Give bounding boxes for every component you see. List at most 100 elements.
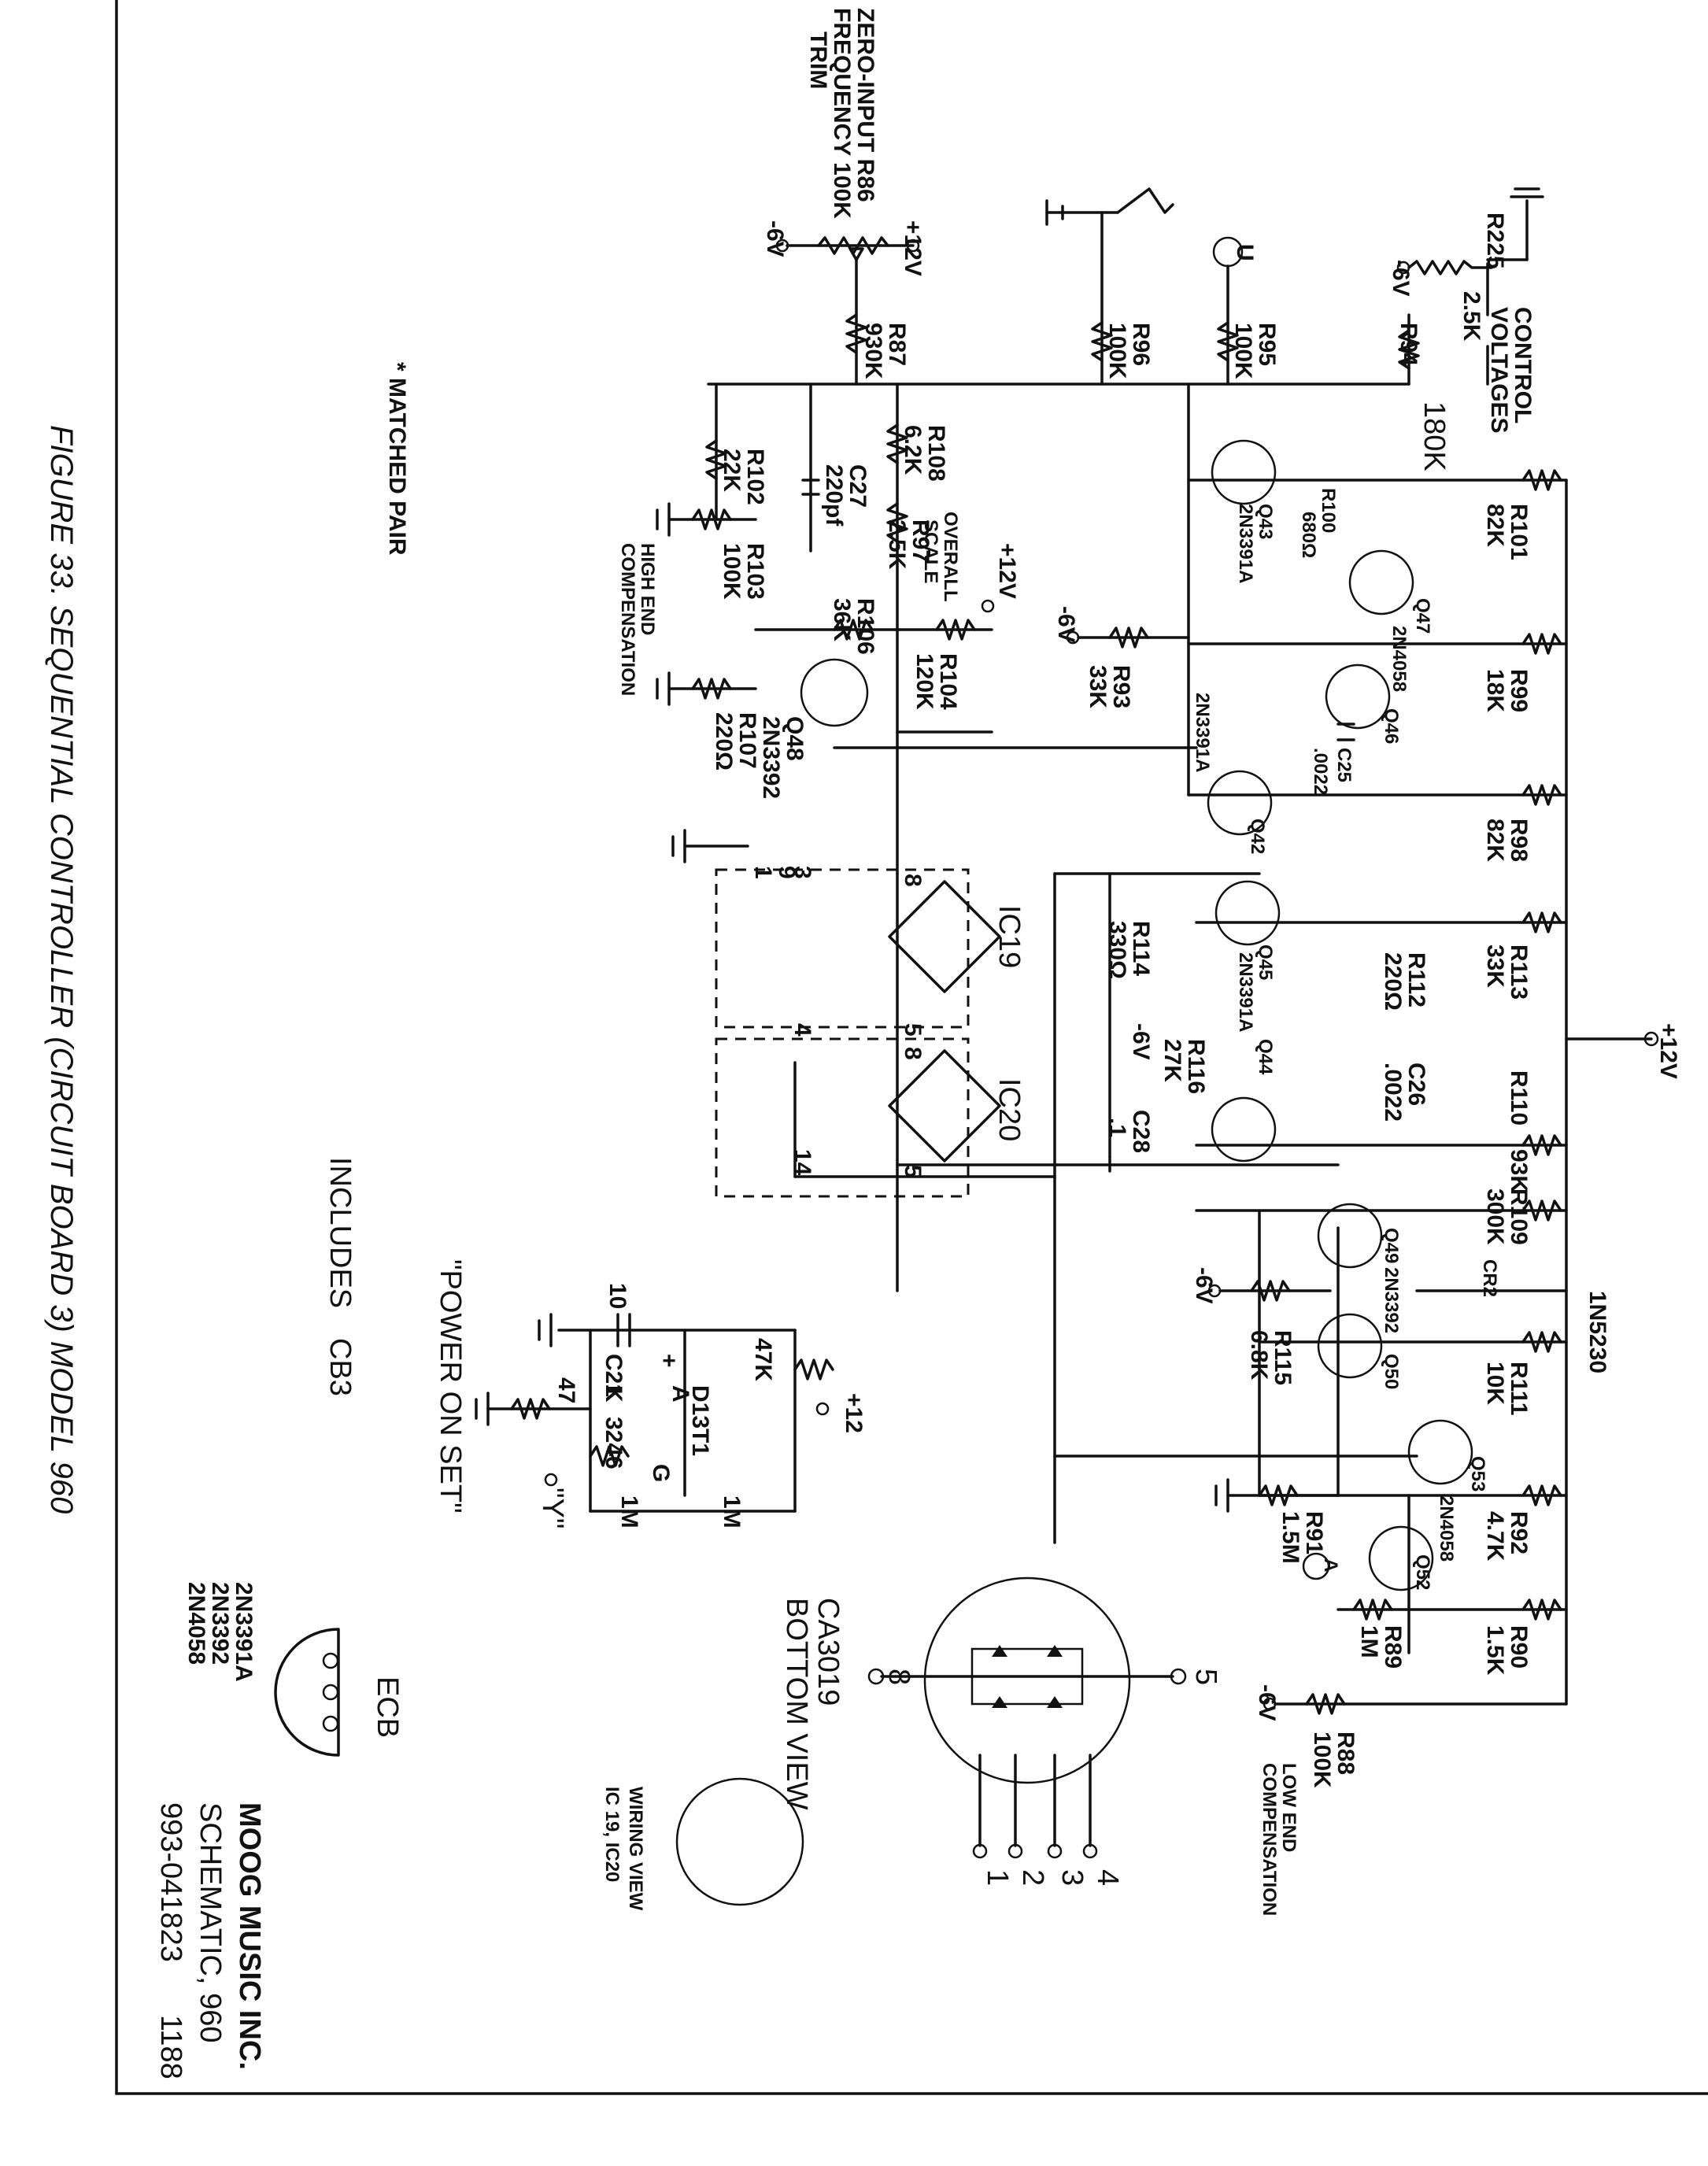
r114-ref: R114 [1128,921,1154,976]
scr-g: G [648,1464,674,1482]
r96-value: 100K [1104,323,1130,379]
r106-value: 36K [829,598,855,641]
r102-value: 22K [719,449,745,492]
ca3019-pin8: 8 [882,1669,915,1685]
r116-value: 27K [1159,1039,1185,1082]
wiring-view-2: IC 19, IC20 [601,1787,623,1882]
r108-value: 6.2K [900,425,926,475]
sheet-code: 1188 [154,2015,187,2079]
ca3019-package: 5 8 1 2 3 4 CA3019 BOTTOM VIEW [780,1576,1222,1886]
r110-ref: R110 [1506,1070,1532,1126]
cv-label-1: CONTROL [1510,307,1536,423]
ic19-pin8: 8 [900,874,926,887]
main-supply: +12V [1655,1023,1681,1079]
trim-title-2: FREQUENCY 100K [829,8,855,219]
power-on-set-circuit: +12 47K + 10 C21 D13T1 A G K 3246 47 1M … [434,1259,867,1528]
ic20-pin4: 4 [789,1023,815,1037]
r106-ref: R106 [852,598,878,655]
q44-symbol [1211,1096,1277,1162]
r112-ref: R112 [1403,952,1429,1007]
u-jack-label: U [1232,244,1258,261]
low-end-2: COMPENSATION [1259,1763,1280,1916]
q48-part: 2N3392 [758,716,784,799]
r114-value: 330Ω [1104,921,1130,979]
q43-part: 2N3391A [1235,504,1256,583]
q45-part: 2N3391A [1235,952,1256,1032]
r97-value: 2.5K [884,519,910,570]
r107-value: 220Ω [711,712,737,771]
q43-symbol [1211,439,1277,505]
r90-value: 1.5K [1482,1625,1508,1676]
q47-part: 2N4058 [1388,626,1410,692]
r116-ref: R116 [1183,1039,1209,1094]
drawing-name: SCHEMATIC, 960 [194,1802,227,2042]
r93-value: 33K [1085,665,1111,708]
ca3019-outline [923,1576,1131,1784]
input-network: R96 100K U R95 100K R225 2.5K -6V CONTRO… [1045,187,1544,471]
ecb-outline [274,1628,340,1757]
r114-supply: -6V [1128,1023,1154,1060]
r89-ref: R89 [1380,1625,1406,1669]
q47-symbol [1348,549,1414,615]
r108-ref: R108 [923,425,949,482]
scr-k: K [601,1385,627,1403]
r97-ref: R97 [908,519,933,563]
overall-scale-2: SCALE [920,519,941,583]
q42-symbol [1207,770,1273,836]
r103-ref: R103 [742,543,768,600]
r88-ref: R88 [1333,1732,1359,1775]
r99-value: 18K [1482,669,1508,712]
high-end-2: COMPENSATION [617,543,638,696]
c28-ref: C28 [1128,1110,1154,1153]
r102-ref: R102 [742,449,768,505]
r111-ref: R111 [1506,1362,1532,1415]
c27-value: 220pf [821,464,847,527]
q49-ref: Q49 [1381,1228,1402,1263]
ic19-box [715,868,970,1029]
ic20-pin8: 8 [900,1047,926,1060]
q53-ref: Q53 [1467,1456,1488,1491]
low-end-1: LOW END [1278,1763,1299,1852]
r104-value: 120K [911,653,937,710]
r101-value: 82K [1482,504,1508,547]
r-47k: 47K [750,1338,776,1381]
r91-ref: R91 [1301,1511,1327,1554]
a-jack-label: A [1320,1558,1341,1572]
ca3019-pin4: 4 [1091,1869,1124,1886]
scr-ref: D13T1 [687,1385,713,1456]
r109-value: 300K [1482,1188,1508,1245]
q45-symbol [1214,880,1281,946]
q52-symbol [1368,1525,1434,1591]
scale-supply: +12V [994,543,1020,599]
wiring-view-1: WIRING VIEW [625,1787,646,1911]
r92-value: 4.7K [1482,1511,1508,1562]
lower-transistors: Q49 2N3392 Q50 Q53 Q52 2N4058 CR2 1N5230… [1191,1203,1610,1916]
ca3019-pin3: 3 [1055,1869,1089,1886]
trim-title-1: ZERO-INPUT R86 [852,8,878,202]
cap-ref: C21 [601,1354,627,1397]
ic20-pin5: 5 [900,1023,926,1037]
q49-part: 2N3392 [1381,1267,1402,1333]
r87-ref: R87 [884,323,910,366]
q42-ref: Q42 [1247,819,1268,854]
ic19-pin9: 9 [774,866,800,879]
r95-ref: R95 [1254,323,1280,366]
r100-ref: R100 [1318,488,1339,533]
wiring-view-circle [675,1777,804,1906]
cr2-part: 1N5230 [1584,1291,1610,1373]
ca3019-subtitle: BOTTOM VIEW [780,1598,813,1810]
q42-part: 2N3391A [1192,693,1213,772]
r112-value: 220Ω [1380,952,1406,1011]
q53-symbol [1407,1419,1473,1485]
includes-label: INCLUDES [323,1157,357,1308]
zero-input-trim: ZERO-INPUT R86 FREQUENCY 100K TRIM -6V +… [762,8,926,379]
q47-ref: Q47 [1412,598,1433,634]
c26-ref: C26 [1403,1063,1429,1106]
title-block: MOOG MUSIC INC. SCHEMATIC, 960 993-04182… [154,1802,266,2079]
r98-value: 82K [1482,819,1508,862]
ic19-pin1: 1 [750,866,776,879]
r-1m-a: 1M [616,1495,642,1528]
ecb-label: ECB [371,1676,404,1738]
r225-ref: R225 [1482,213,1508,269]
